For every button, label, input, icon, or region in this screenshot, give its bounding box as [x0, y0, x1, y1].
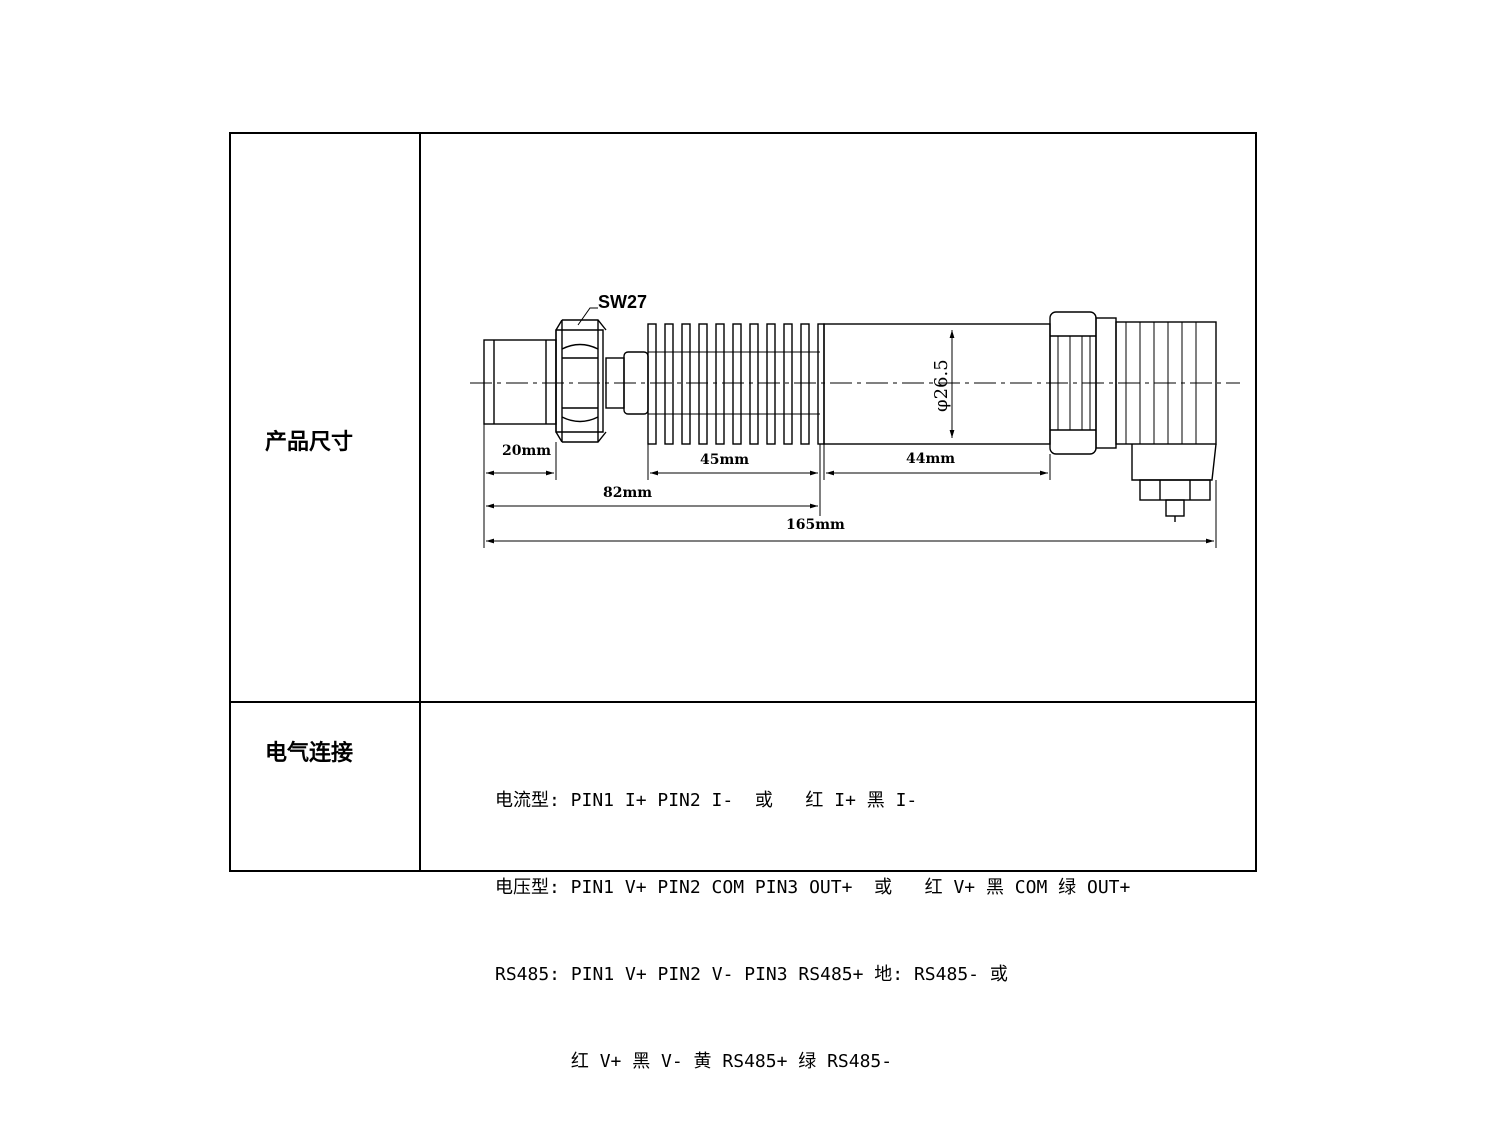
hex-leader-line [577, 307, 598, 326]
dim-label-fins: 45mm [700, 452, 749, 468]
wiring-voltage-line: 电压型: PIN1 V+ PIN2 COM PIN3 OUT+ 或 红 V+ 黑… [495, 877, 1131, 898]
connector-housing [1115, 321, 1217, 522]
dim-label-to-body: 82mm [603, 485, 652, 501]
table-left-border [229, 134, 231, 870]
wiring-rs485-line: RS485: PIN1 V+ PIN2 V- PIN3 RS485+ 地: RS… [495, 964, 1008, 985]
thread-section [483, 330, 557, 432]
dim-label-thread: 20mm [502, 443, 551, 459]
cooling-fins [647, 323, 825, 445]
sensor-dimension-drawing: SW27 φ26.5 20mm 45mm 44mm 82mm 165mm [470, 292, 1240, 548]
dim-label-total: 165mm [786, 517, 845, 533]
dimension-lines [486, 470, 1214, 544]
hex-size-label: SW27 [598, 292, 647, 312]
table-right-border [1255, 134, 1257, 870]
electrical-label: 电气连接 [265, 741, 354, 766]
dim-label-body: 44mm [906, 451, 955, 467]
hex-nut [555, 319, 607, 443]
wiring-rs485-wires-line: 红 V+ 黑 V- 黄 RS485+ 绿 RS485- [495, 1051, 893, 1072]
wiring-current-line: 电流型: PIN1 I+ PIN2 I- 或 红 I+ 黑 I- [495, 790, 918, 811]
dimensions-label: 产品尺寸 [265, 430, 354, 455]
column-divider [419, 134, 421, 870]
diameter-label: φ26.5 [931, 359, 952, 412]
extension-lines [483, 424, 1217, 548]
row-divider [229, 701, 1257, 703]
